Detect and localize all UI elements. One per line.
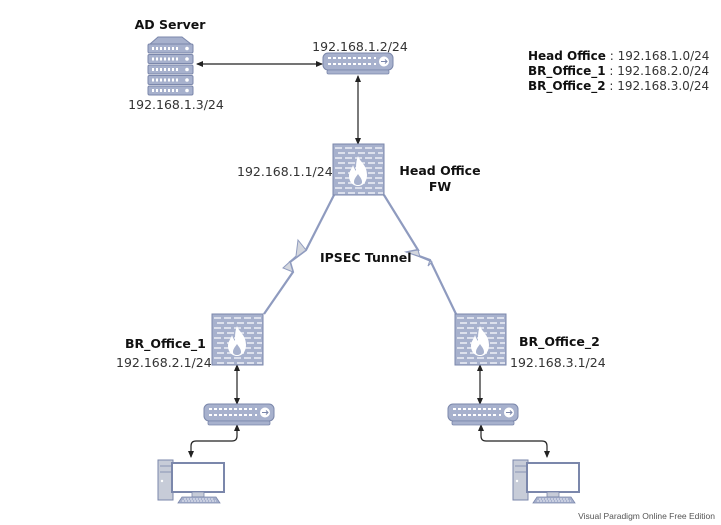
br1-pc-icon[interactable]	[157, 459, 225, 504]
legend-site: Head Office	[528, 49, 606, 63]
legend-sep: :	[605, 49, 618, 63]
subnet-legend: Head Office : 192.168.1.0/24 BR_Office_1…	[528, 49, 709, 94]
br1-title: BR_Office_1	[125, 336, 206, 351]
link-br1-switch-to-pc	[188, 424, 240, 458]
ho-firewall-ip: 192.168.1.1/24	[237, 164, 333, 179]
br2-pc-icon[interactable]	[512, 459, 580, 504]
ho-firewall-icon[interactable]	[332, 143, 385, 196]
legend-site: BR_Office_2	[528, 79, 606, 93]
server-rack-unit	[147, 85, 194, 96]
br2-title: BR_Office_2	[519, 334, 600, 349]
server-icon[interactable]	[147, 36, 194, 96]
legend-sep: :	[605, 64, 618, 78]
ho-firewall-title-line1: Head Office	[399, 163, 481, 178]
br2-ip: 192.168.3.1/24	[510, 355, 606, 370]
br1-firewall-icon[interactable]	[211, 313, 264, 366]
link-br2-switch-to-pc	[478, 424, 550, 458]
server-rack-unit	[147, 54, 194, 64]
legend-row: Head Office : 192.168.1.0/24	[528, 49, 709, 64]
ho-firewall-title-line2: FW	[428, 179, 452, 194]
ho-switch-icon[interactable]	[322, 52, 394, 75]
legend-row: BR_Office_1 : 192.168.2.0/24	[528, 64, 709, 79]
legend-row: BR_Office_2 : 192.168.3.0/24	[528, 79, 709, 94]
ipsec-tunnel-right	[383, 194, 457, 315]
br2-firewall-icon[interactable]	[454, 313, 507, 366]
legend-subnet: 192.168.2.0/24	[617, 64, 710, 78]
legend-subnet: 192.168.3.0/24	[617, 79, 710, 93]
ho-switch-ip: 192.168.1.2/24	[312, 39, 408, 54]
legend-sep: :	[605, 79, 618, 93]
br2-switch-icon[interactable]	[447, 403, 519, 426]
server-rack-unit	[147, 75, 194, 85]
ad-server-title: AD Server	[134, 17, 206, 32]
server-rack-unit	[147, 64, 194, 75]
ad-server-ip: 192.168.1.3/24	[128, 97, 224, 112]
legend-site: BR_Office_1	[528, 64, 606, 78]
server-rack-unit	[147, 43, 194, 54]
ipsec-tunnel-left	[263, 194, 335, 315]
legend-subnet: 192.168.1.0/24	[617, 49, 710, 63]
br1-switch-icon[interactable]	[203, 403, 275, 426]
br1-ip: 192.168.2.1/24	[116, 355, 212, 370]
ipsec-tunnel-label: IPSEC Tunnel	[320, 250, 412, 265]
watermark: Visual Paradigm Online Free Edition	[578, 511, 715, 521]
